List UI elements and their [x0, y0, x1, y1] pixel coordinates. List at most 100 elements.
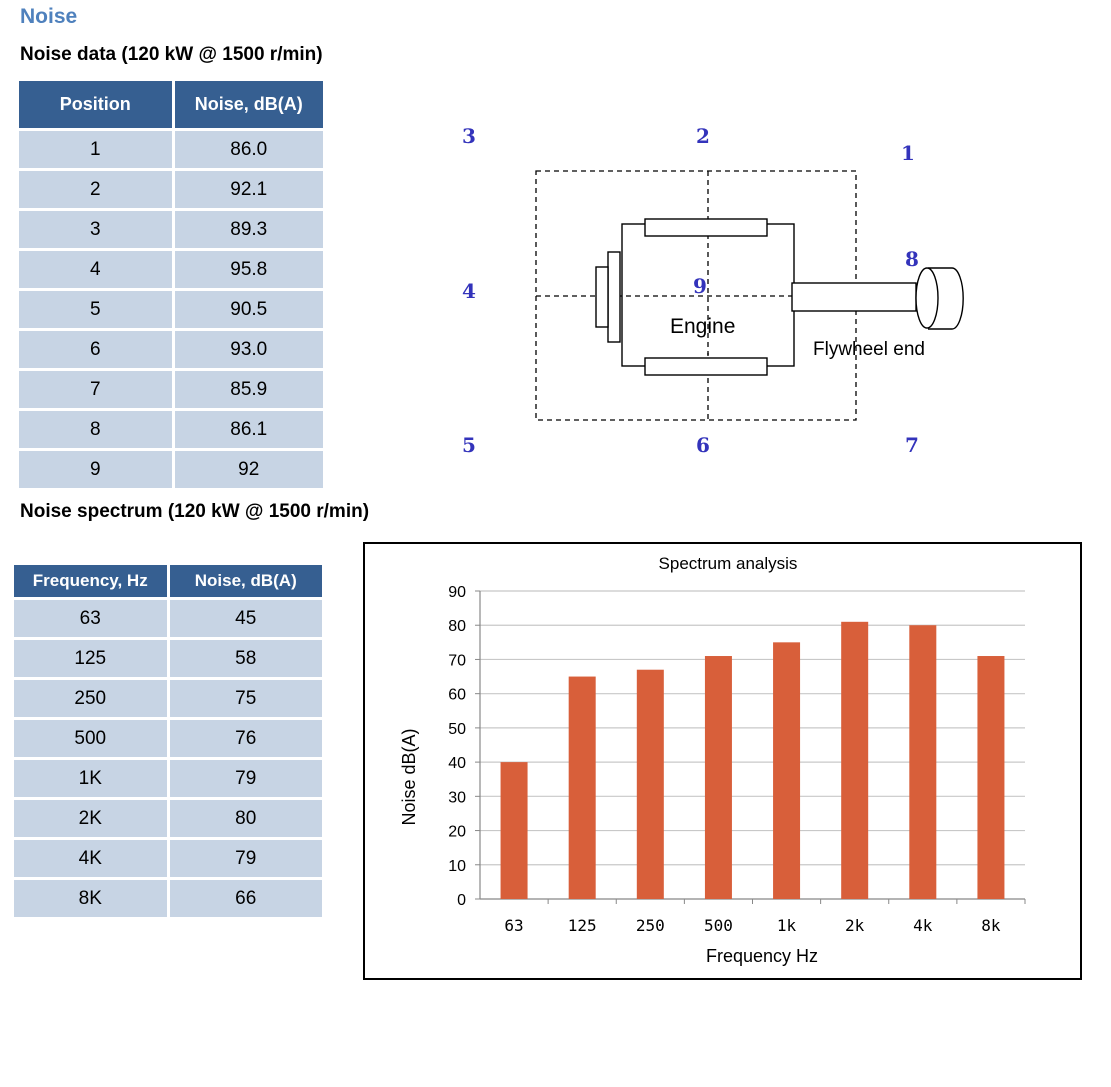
flywheel-label: Flywheel end [813, 339, 925, 360]
x-tick-label: 500 [704, 916, 733, 935]
noise-cell: 79 [168, 758, 322, 800]
position-cell: 6 [19, 329, 175, 371]
position-cell: 1 [19, 129, 175, 171]
frequency-cell: 63 [14, 598, 170, 640]
bar-250 [636, 669, 664, 899]
front-pulley-shape [607, 251, 621, 343]
bar-63 [500, 762, 528, 899]
noise-cell: 86.0 [173, 129, 323, 171]
table-header-row: Frequency, Hz Noise, dB(A) [14, 565, 322, 600]
noise-cell: 58 [168, 638, 322, 680]
column-header: Noise, dB(A) [173, 81, 323, 131]
frequency-cell: 2K [14, 798, 170, 840]
flywheel-face-shape [915, 267, 939, 329]
position-8-label: 8 [905, 247, 919, 271]
noise-cell: 85.9 [173, 369, 323, 411]
noise-cell: 93.0 [173, 329, 323, 371]
x-tick-label: 8k [981, 916, 1001, 935]
bar-2k [841, 621, 869, 899]
y-tick-label: 80 [448, 618, 466, 635]
frequency-cell: 250 [14, 678, 170, 720]
position-cell: 3 [19, 209, 175, 251]
x-tick-label: 63 [504, 916, 523, 935]
table-header-row: Position Noise, dB(A) [19, 81, 323, 131]
position-3-label: 3 [462, 124, 476, 148]
noise-cell: 92 [173, 449, 323, 491]
frequency-cell: 125 [14, 638, 170, 680]
noise-cell: 45 [168, 598, 322, 640]
column-header: Noise, dB(A) [168, 565, 322, 600]
noise-cell: 79 [168, 838, 322, 880]
position-cell: 8 [19, 409, 175, 451]
y-tick-label: 90 [448, 584, 466, 601]
noise-cell: 66 [168, 878, 322, 920]
position-cell: 9 [19, 449, 175, 491]
top-cylinder-bank-shape [644, 218, 768, 237]
engine-position-diagram: Engine Flywheel end 1 2 3 4 5 6 7 8 9 [462, 124, 964, 457]
section-title: Noise [20, 5, 78, 28]
bar-125 [568, 676, 596, 899]
y-tick-label: 20 [448, 824, 466, 841]
position-6-label: 6 [696, 433, 710, 457]
position-cell: 2 [19, 169, 175, 211]
position-cell: 7 [19, 369, 175, 411]
noise-cell: 76 [168, 718, 322, 760]
noise-cell: 95.8 [173, 249, 323, 291]
bar-4k [909, 625, 937, 899]
noise-cell: 86.1 [173, 409, 323, 451]
x-axis-label: Frequency Hz [706, 946, 818, 966]
noise-cell: 80 [168, 798, 322, 840]
noise-cell: 75 [168, 678, 322, 720]
position-cell: 4 [19, 249, 175, 291]
output-shaft-shape [791, 282, 917, 312]
y-tick-label: 60 [448, 687, 466, 704]
frequency-cell: 8K [14, 878, 170, 920]
chart-title: Spectrum analysis [659, 554, 798, 573]
position-4-label: 4 [462, 279, 476, 303]
noise-cell: 92.1 [173, 169, 323, 211]
x-tick-label: 1k [777, 916, 797, 935]
y-tick-label: 10 [448, 858, 466, 875]
position-5-label: 5 [462, 433, 476, 457]
front-cover-shape [595, 266, 609, 328]
engine-label: Engine [670, 315, 735, 338]
column-header: Position [19, 81, 175, 131]
y-axis-label: Noise dB(A) [399, 728, 419, 825]
position-9-label: 9 [693, 274, 707, 298]
x-tick-label: 250 [636, 916, 665, 935]
position-cell: 5 [19, 289, 175, 331]
bar-8k [977, 656, 1005, 899]
y-tick-label: 70 [448, 652, 466, 669]
position-2-label: 2 [696, 124, 710, 148]
y-tick-label: 0 [457, 892, 466, 909]
x-tick-label: 2k [845, 916, 865, 935]
frequency-cell: 500 [14, 718, 170, 760]
noise-cell: 89.3 [173, 209, 323, 251]
y-tick-label: 40 [448, 755, 466, 772]
x-tick-label: 4k [913, 916, 933, 935]
noise-data-title: Noise data (120 kW @ 1500 r/min) [20, 44, 323, 65]
position-1-label: 1 [901, 141, 915, 165]
position-7-label: 7 [905, 433, 919, 457]
noise-cell: 90.5 [173, 289, 323, 331]
